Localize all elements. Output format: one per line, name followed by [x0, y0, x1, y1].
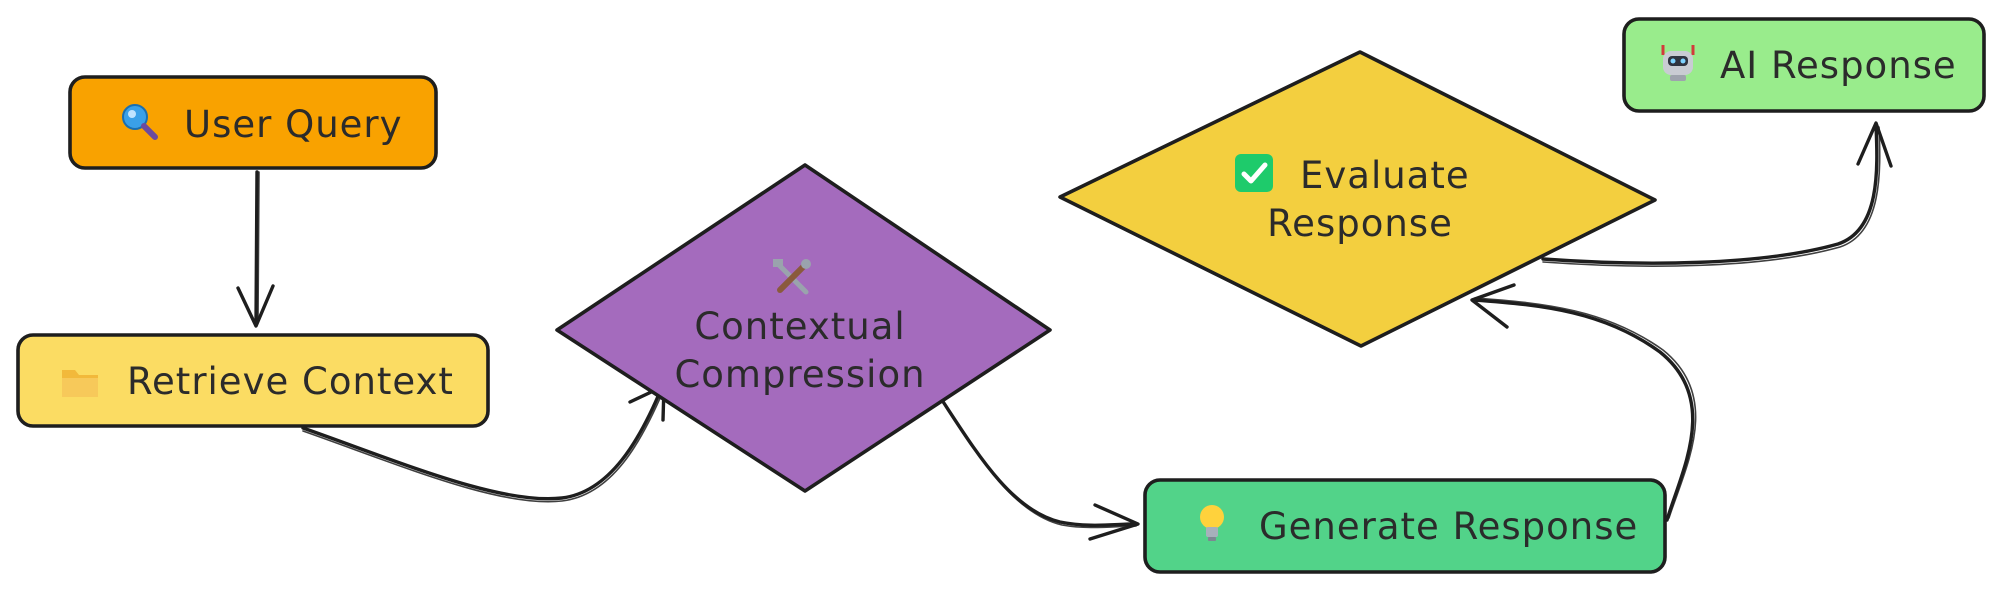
retrieve-context-box: [16, 333, 490, 428]
tools-icon: [773, 259, 811, 295]
node-evaluate-response[interactable]: Evaluate Response: [1058, 50, 1657, 348]
ai-response-label: AI Response: [1720, 44, 1957, 87]
node-contextual-compression[interactable]: Contextual Compression: [555, 163, 1052, 493]
contextual-compression-label-line2: Compression: [674, 353, 925, 396]
node-ai-response[interactable]: AI Response: [1622, 17, 1986, 113]
lightbulb-icon: [1200, 505, 1224, 541]
generate-response-box: [1143, 478, 1667, 574]
evaluate-response-label-line1: Evaluate: [1300, 154, 1470, 197]
contextual-compression-diamond: [555, 163, 1052, 493]
evaluate-response-label-line2: Response: [1267, 202, 1453, 245]
node-retrieve-context[interactable]: Retrieve Context: [16, 333, 490, 428]
folder-icon: [62, 370, 98, 397]
edge-user-query-to-retrieve-context: [236, 170, 275, 328]
user-query-box: [68, 75, 438, 170]
generate-response-label: Generate Response: [1259, 505, 1638, 548]
contextual-compression-label-line1: Contextual: [694, 305, 905, 348]
edge-compression-to-generate: [936, 392, 1140, 541]
user-query-label: User Query: [184, 103, 403, 146]
node-generate-response[interactable]: Generate Response: [1143, 478, 1667, 574]
magnifier-icon: [122, 104, 158, 140]
edge-generate-to-evaluate: [1470, 283, 1697, 522]
retrieve-context-label: Retrieve Context: [127, 360, 454, 403]
checkmark-icon: [1235, 154, 1273, 192]
node-user-query[interactable]: User Query: [68, 75, 438, 170]
edges: [236, 121, 1893, 541]
evaluate-response-diamond: [1058, 50, 1657, 348]
edge-evaluate-to-ai: [1541, 121, 1893, 267]
robot-icon: [1661, 45, 1695, 81]
ai-response-box: [1622, 17, 1986, 113]
